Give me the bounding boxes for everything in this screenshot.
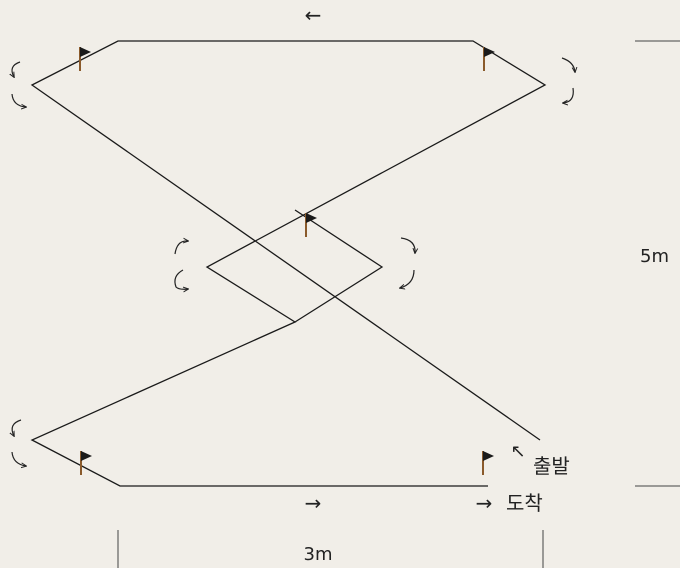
turn-arrow-icon [563,87,574,103]
turn-arrow-icon [174,241,188,255]
finish-label: 도착 [506,491,543,515]
turn-arrow-icon [11,451,26,466]
arrow-right-finish: → [476,491,493,515]
arrow-right-bottom: → [305,491,322,515]
arrow-start: ↖ [510,441,525,462]
course-path-middle [294,209,384,323]
flag-icon [79,47,91,71]
turn-arrow-icon [561,57,575,72]
turn-arrow-icon [12,419,22,436]
flag-icon [80,451,92,475]
flag-icon [483,47,495,71]
turn-arrow-icon [174,269,188,289]
course-path [30,40,547,487]
turn-arrow-icon [11,93,26,107]
flag-icon [305,213,317,237]
start-label: 출발 [533,454,570,478]
turn-arrow-icon [12,61,21,77]
turn-arrow-icon [400,237,415,253]
arrow-left-top: ← [305,3,322,27]
width-label: 3m [304,544,333,565]
height-label: 5m [640,246,669,267]
flag-icon [482,451,494,475]
turn-arrow-icon [400,269,415,288]
